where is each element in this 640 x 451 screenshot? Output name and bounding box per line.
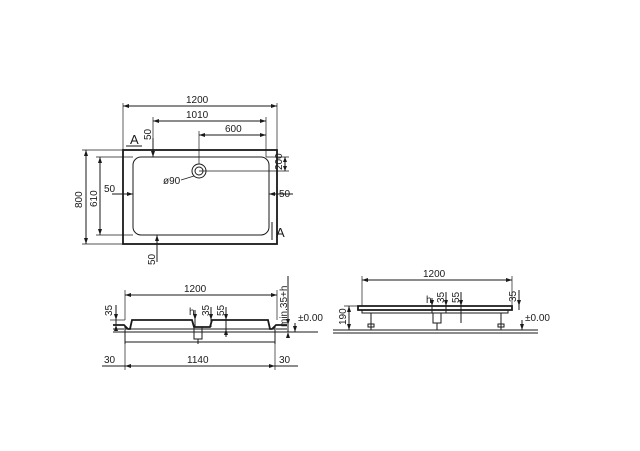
dim-inner-width: 1010 xyxy=(186,110,209,121)
dim-rim-top: 50 xyxy=(143,128,154,140)
side-tray-profile xyxy=(357,305,513,311)
front-dim-35: 35 xyxy=(201,304,212,316)
front-floor-level: ±0.00 xyxy=(298,313,323,324)
front-h-label: h xyxy=(189,307,195,318)
front-dim-55: 55 xyxy=(216,304,227,316)
front-dim-base-width: 1140 xyxy=(187,355,209,366)
side-dim-leg-height: 190 xyxy=(338,308,349,325)
side-section: 1200 190 h 35 55 35 ±0.00 xyxy=(333,269,550,334)
front-dim-overall-width: 1200 xyxy=(184,284,207,295)
dim-rim-bottom: 50 xyxy=(147,253,158,265)
dim-overall-depth: 800 xyxy=(74,191,85,208)
side-floor-level: ±0.00 xyxy=(525,313,550,324)
side-dim-edge-height: 35 xyxy=(508,290,519,302)
front-dim-foot-left: 30 xyxy=(104,355,116,366)
side-dim-55: 55 xyxy=(451,291,462,303)
tray-outline xyxy=(122,149,278,245)
section-mark-left: A xyxy=(130,132,139,147)
dim-overall-width: 1200 xyxy=(186,95,209,106)
dim-waste-diameter: ø90 xyxy=(163,176,181,187)
dim-rim-right: 50 xyxy=(279,189,291,200)
tray-section-profile xyxy=(113,319,287,330)
front-section: 1200 35 h 35 55 min.35+h ±0.00 xyxy=(102,276,323,370)
dim-rim-left: 50 xyxy=(104,184,116,195)
tray-basin xyxy=(132,156,270,236)
side-dim-overall-width: 1200 xyxy=(423,269,446,280)
front-dim-edge-height: 35 xyxy=(104,304,115,316)
front-install-height: min.35+h xyxy=(279,286,290,327)
dim-rim-right-top: 200 xyxy=(274,153,285,170)
side-dim-35: 35 xyxy=(436,291,447,303)
dim-inner-depth: 610 xyxy=(89,190,100,207)
front-dim-foot-right: 30 xyxy=(279,355,291,366)
section-mark-right: A xyxy=(276,225,285,240)
side-drain-trap xyxy=(432,312,442,324)
top-view: 1200 1010 600 50 A 200 800 xyxy=(74,95,293,265)
dim-waste-offset: 600 xyxy=(225,124,242,135)
side-h-label: h xyxy=(426,295,432,306)
